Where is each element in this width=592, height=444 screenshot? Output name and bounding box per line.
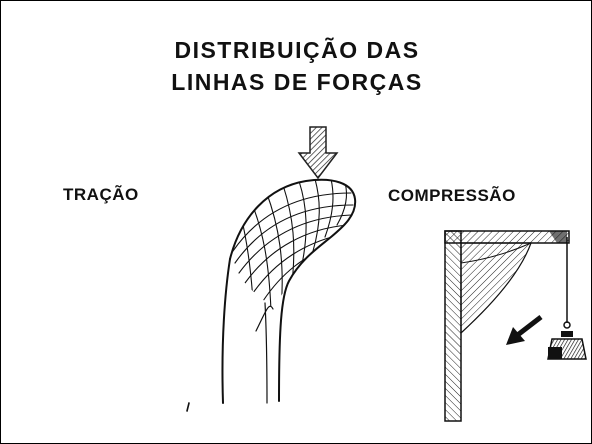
label-compression: COMPRESSÃO [388, 186, 516, 205]
label-tension: TRAÇÃO [63, 185, 139, 204]
crane-structure-drawing [444, 230, 587, 422]
title-line-1: DISTRIBUIÇÃO DAS [174, 37, 420, 63]
bone-trabeculae-drawing [186, 178, 357, 412]
force-arrow-icon [506, 315, 543, 345]
weight-icon [547, 331, 587, 360]
title-line-2: LINHAS DE FORÇAS [171, 69, 423, 95]
slide-title: DISTRIBUIÇÃO DAS LINHAS DE FORÇAS [1, 34, 591, 98]
load-arrow-icon [297, 126, 339, 180]
